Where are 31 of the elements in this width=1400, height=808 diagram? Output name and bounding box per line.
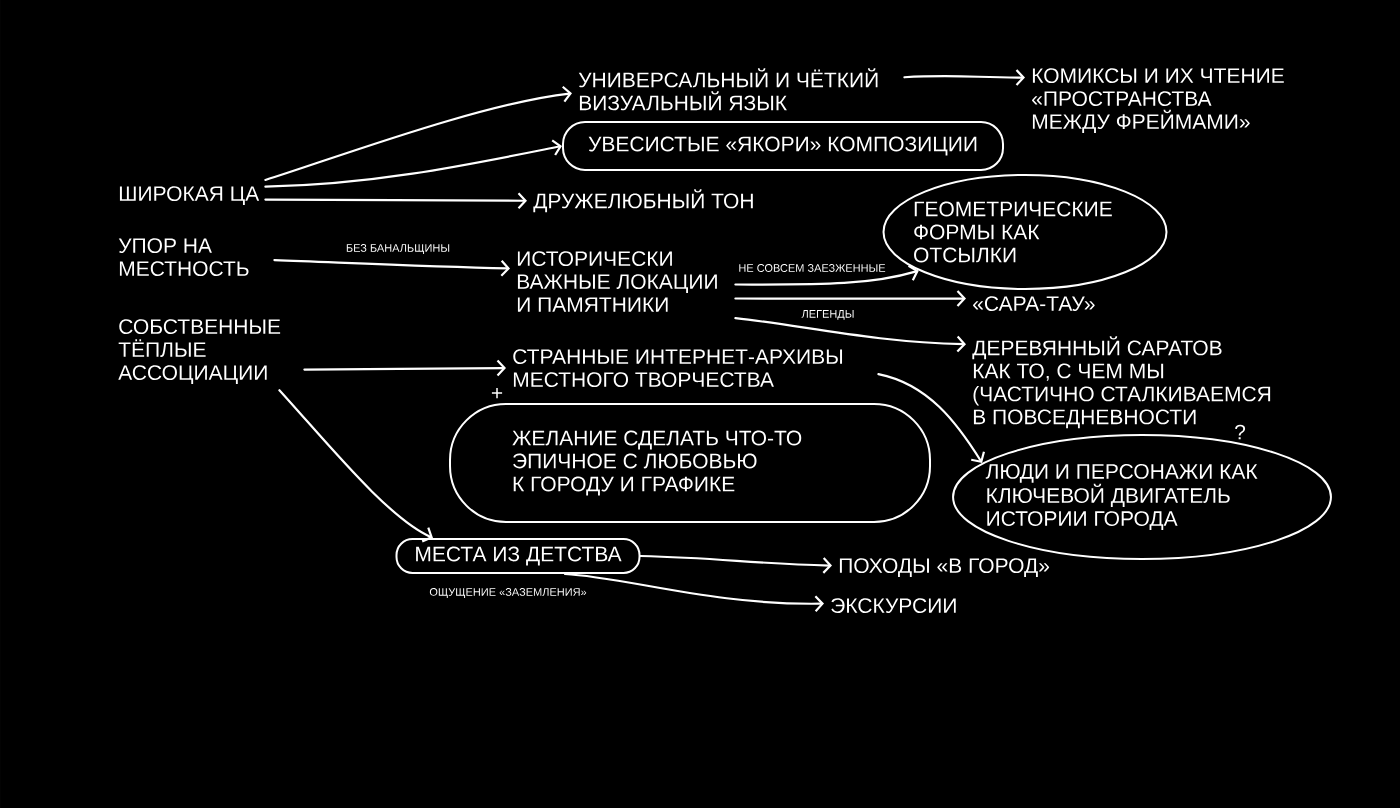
idea-text: СОБСТВЕННЫЕ ТЁПЛЫЕ АССОЦИАЦИИ — [118, 319, 281, 385]
edge-label: ЛЕГЕНДЫ — [799, 308, 857, 322]
arrow — [639, 554, 832, 574]
arrow — [903, 69, 1025, 86]
oval-bubble: ЖЕЛАНИЕ СДЕЛАТЬ ЧТО-ТО ЭПИЧНОЕ С ЛЮБОВЬЮ К ГОРОДУ И ГРАФИКЕ — [449, 403, 931, 523]
idea-text: ЭКСКУРСИИ — [831, 598, 956, 614]
idea-text: УПОР НА МЕСТНОСТЬ — [118, 238, 249, 277]
arrow — [264, 139, 562, 188]
idea-text: КОМИКСЫ И ИХ ЧТЕНИЕ «ПРОСТРАНСТВА МЕЖДУ ФРЕЙМАМИ» — [1032, 68, 1284, 134]
plus-sign: + — [491, 387, 503, 399]
rounded-box: УВЕСИСТЫЕ «ЯКОРИ» КОМПОЗИЦИИ — [562, 121, 1004, 171]
arrow — [734, 290, 966, 307]
arrow — [734, 264, 919, 286]
idea-text: СТРАННЫЕ ИНТЕРНЕТ-АРХИВЫ МЕСТНОГО ТВОРЧЕСТВА — [513, 349, 842, 388]
arrow — [273, 259, 510, 277]
idea-text: «САРА-ТАУ» — [973, 296, 1095, 312]
idea-text: ИСТОРИЧЕСКИ ВАЖНЫЕ ЛОКАЦИИ И ПАМЯТНИКИ — [517, 251, 717, 312]
rounded-box: МЕСТА ИЗ ДЕТСТВА — [395, 538, 641, 574]
arrow — [264, 192, 527, 209]
arrow — [563, 572, 824, 612]
idea-text: УНИВЕРСАЛЬНЫЙ И ЧЁТКИЙ ВИЗУАЛЬНЫЙ ЯЗЫК — [578, 68, 878, 111]
arrow — [278, 389, 433, 543]
idea-text: ПОХОДЫ «В ГОРОД» — [839, 558, 1050, 578]
arrow — [303, 359, 506, 377]
edge-label: БЕЗ БАНАЛЬЩИНЫ — [343, 242, 453, 256]
arrow — [734, 316, 966, 353]
arrow — [264, 85, 572, 182]
idea-text: ДРУЖЕЛЮБНЫЙ ТОН — [533, 189, 753, 213]
arrow — [877, 373, 985, 463]
edge-label: ОЩУЩЕНИЕ «ЗАЗЕМЛЕНИЯ» — [427, 586, 589, 600]
idea-text: ШИРОКАЯ ЦА — [119, 186, 260, 206]
